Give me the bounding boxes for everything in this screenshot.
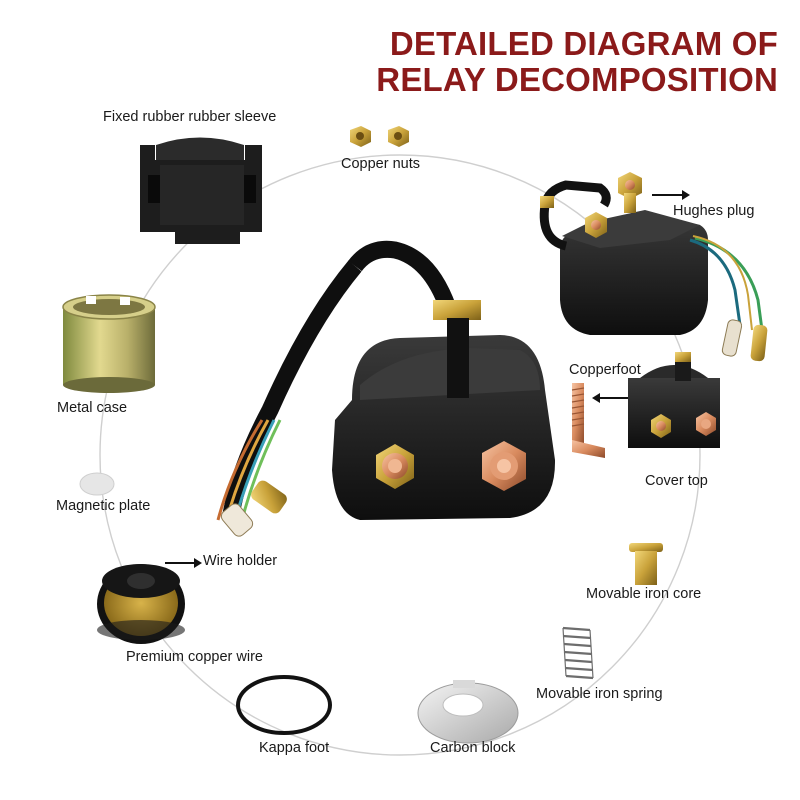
guide-circle [99,154,701,756]
arrow-icon [592,393,628,403]
diagram-title: DETAILED DIAGRAM OF RELAY DECOMPOSITION [338,26,778,98]
relay-icon [539,172,768,362]
label-copperfoot: Copperfoot [569,362,641,378]
copperfoot-icon [571,383,605,458]
arrow-icon [165,558,202,568]
rubber-sleeve-icon [140,137,262,244]
label-cover-top: Cover top [645,473,708,489]
arrow-icon [652,190,690,200]
label-wire-holder: Wire holder [203,553,278,569]
label-movable-iron-spring: Movable iron spring [536,686,663,702]
label-rubber-sleeve: Fixed rubber rubber sleeve [103,109,277,125]
relay-icon [628,352,720,448]
label-copper-nuts: Copper nuts [341,156,420,172]
label-hughes-plug: Hughes plug [673,203,755,219]
label-movable-iron-core: Movable iron core [586,586,702,602]
copper-wire-spool-icon [97,564,185,644]
label-carbon-block: Carbon block [430,740,516,756]
title-line-1: DETAILED DIAGRAM OF [389,25,778,62]
copper-nut-icon [350,126,409,147]
o-ring-icon [236,675,332,735]
label-premium-copper-wire: Premium copper wire [126,649,263,665]
carbon-block-icon [417,680,519,744]
relay-icon [216,240,556,537]
iron-core-icon [629,543,663,585]
label-magnetic-plate: Magnetic plate [56,498,151,514]
magnetic-plate-icon [79,472,115,496]
label-kappa-foot: Kappa foot [259,740,330,756]
spring-icon [562,626,594,680]
metal-case-icon [62,294,156,393]
title-line-2: RELAY DECOMPOSITION [376,61,778,98]
label-metal-case: Metal case [57,400,128,416]
